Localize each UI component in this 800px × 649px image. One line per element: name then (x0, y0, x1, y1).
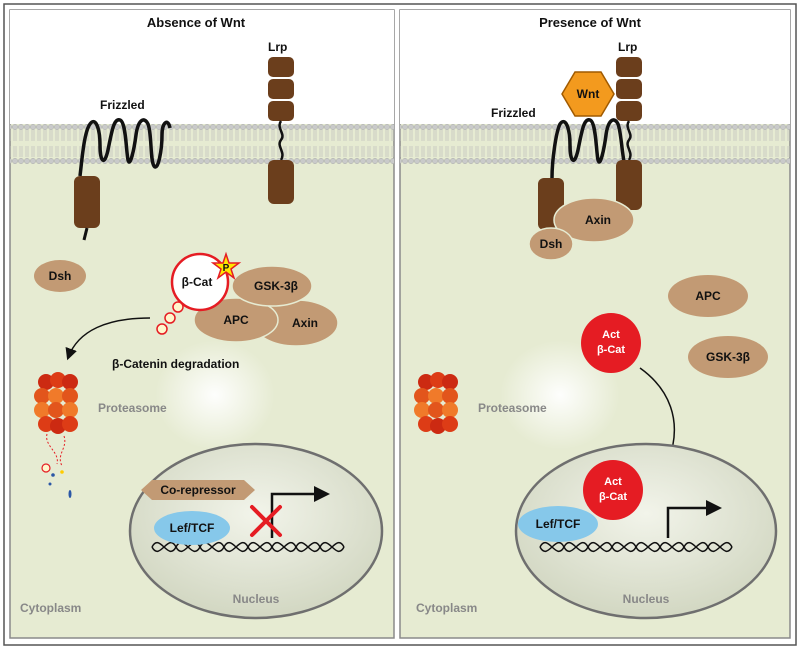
left-corepressor-label: Co-repressor (160, 483, 236, 497)
right-dna-strand-2 (539, 541, 733, 553)
fragment-dot-icon (164, 312, 176, 324)
left-proteasome (34, 372, 78, 434)
right-dsh (528, 227, 574, 261)
right-light-glow (500, 340, 620, 450)
left-beta-catenin (170, 252, 230, 312)
left-title: Absence of Wnt (147, 15, 246, 30)
left-frizzled-stem (82, 227, 89, 241)
right-title: Presence of Wnt (539, 15, 642, 30)
right-beta-cat-label: β-Cat (597, 344, 625, 356)
fragment-dot-icon (41, 463, 51, 473)
right-lrp-domain-1 (616, 57, 642, 77)
left-frizzled-tail (74, 176, 100, 228)
inhibit-x-icon (250, 505, 282, 537)
right-proteasome-label: Proteasome (478, 401, 547, 415)
left-nucleus-label: Nucleus (233, 592, 280, 606)
right-nuclear-beta-cat-label: β-Cat (599, 491, 627, 503)
right-frizzled-coil (550, 118, 630, 179)
left-phosphate-label: P (223, 263, 230, 274)
right-apc-label: APC (695, 289, 721, 303)
left-dna-strand-2 (151, 541, 345, 553)
left-extracellular (10, 10, 394, 124)
right-gsk3b (688, 336, 768, 378)
fragment-dot-icon (68, 490, 72, 498)
right-lrp-tail (616, 160, 642, 210)
left-corepressor (141, 480, 255, 500)
right-nuclear-act-label: Act (604, 476, 622, 488)
left-degradation-stream (46, 433, 66, 467)
left-cytoplasm-label: Cytoplasm (20, 601, 81, 615)
left-membrane (10, 124, 394, 164)
right-lrp-domain-3 (616, 101, 642, 121)
right-cytoplasm-label: Cytoplasm (416, 601, 477, 615)
right-proteasome (414, 372, 458, 434)
left-proteasome-label: Proteasome (98, 401, 167, 415)
left-frizzled-label: Frizzled (100, 98, 145, 112)
left-frizzled-coil (78, 118, 172, 177)
right-transcription-arrowhead-icon (706, 500, 722, 516)
right-gsk3b-label: GSK-3β (706, 350, 750, 364)
right-nucleus (514, 442, 778, 620)
right-axin-label: Axin (585, 213, 611, 227)
left-light-glow (155, 340, 275, 450)
fragment-dot-icon (51, 473, 55, 477)
left-leftcf-label: Lef/TCF (170, 521, 215, 535)
left-axin-label: Axin (292, 316, 318, 330)
left-gsk3b-label: GSK-3β (254, 279, 298, 293)
left-dsh (34, 260, 86, 292)
left-transcription-arrow-icon (270, 492, 316, 538)
fragment-dot-icon (48, 482, 52, 486)
left-lrp-domain-2 (268, 79, 294, 99)
wnt-ligand (561, 71, 615, 117)
left-lrp-tail (268, 160, 294, 204)
fragment-dot-icon (60, 470, 64, 474)
right-nucleus-label: Nucleus (623, 592, 670, 606)
right-nuclear-beta-catenin (583, 460, 643, 520)
right-frizzled-label: Frizzled (491, 106, 536, 120)
right-act-label: Act (602, 329, 620, 341)
left-lrp-transmembrane (278, 120, 284, 161)
right-lrp-domain-2 (616, 79, 642, 99)
right-dsh-label: Dsh (540, 237, 563, 251)
left-panel: Absence of Wnt Frizzled Lrp Dsh Axin APC… (9, 9, 395, 639)
right-lrp-label: Lrp (618, 40, 637, 54)
degradation-arrow-icon (65, 317, 151, 361)
right-lrp-transmembrane (626, 120, 632, 161)
left-leftcf (154, 511, 230, 545)
left-apc (193, 297, 279, 343)
left-dsh-label: Dsh (49, 269, 72, 283)
phosphate-star-icon (210, 251, 242, 281)
right-active-beta-catenin (581, 313, 641, 373)
degradation-label: β-Catenin degradation (112, 357, 239, 371)
right-apc (668, 275, 748, 317)
left-lrp-label: Lrp (268, 40, 287, 54)
left-transcription-arrowhead-icon (314, 486, 330, 502)
right-wnt-label: Wnt (577, 87, 600, 101)
right-axin (553, 197, 635, 243)
fragment-dot-icon (172, 301, 184, 313)
left-lrp-domain-3 (268, 101, 294, 121)
fragment-dot-icon (156, 323, 168, 335)
left-beta-catenin-label: β-Cat (182, 275, 213, 289)
right-transcription-arrow-icon (666, 506, 708, 538)
right-panel: Presence of Wnt Wnt Frizzled Lrp Axin Ds… (399, 9, 791, 639)
left-gsk3b (231, 265, 313, 307)
left-lrp-domain-1 (268, 57, 294, 77)
right-leftcf (518, 506, 598, 542)
right-leftcf-label: Lef/TCF (536, 517, 581, 531)
left-apc-label: APC (223, 313, 249, 327)
